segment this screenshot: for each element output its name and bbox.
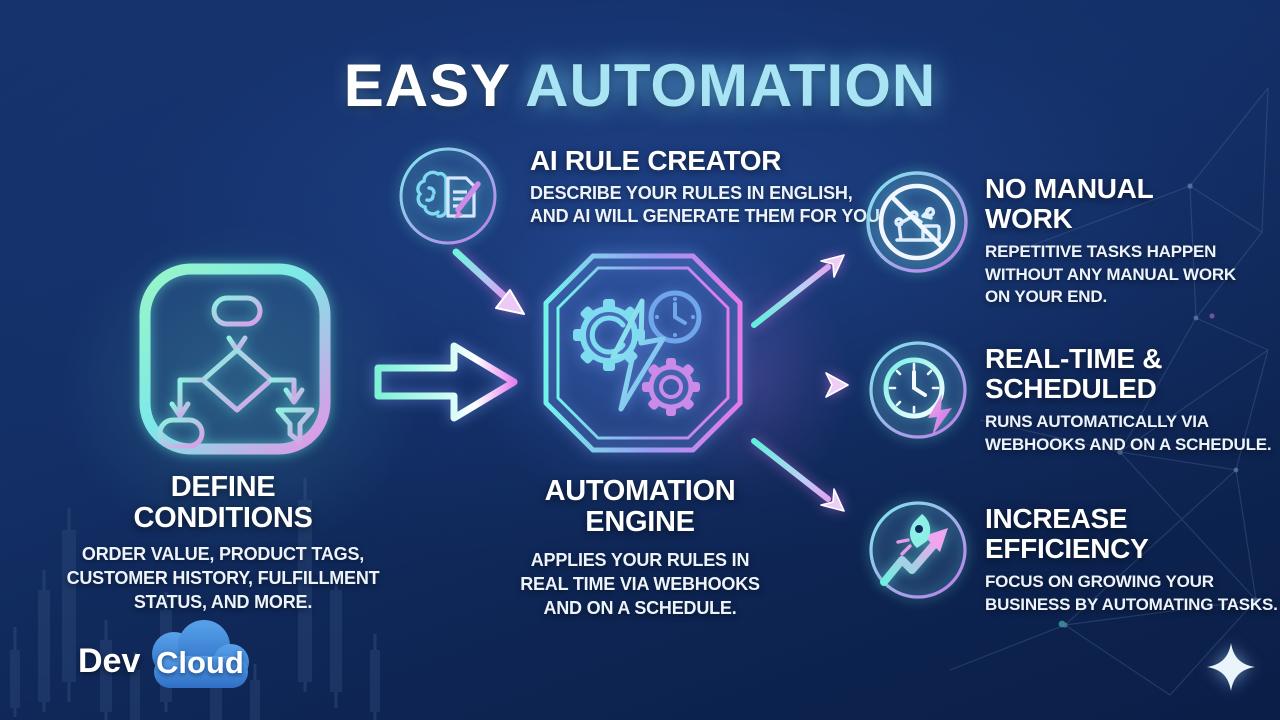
engine-frame-inner bbox=[556, 266, 730, 440]
benefit-real-time-scheduled: REAL-TIME & SCHEDULED RUNS AUTOMATICALLY… bbox=[985, 343, 1272, 454]
engine-clock-glyph bbox=[648, 290, 702, 344]
clock-lightning-icon bbox=[869, 341, 967, 439]
rocket-growth-icon bbox=[869, 501, 967, 599]
lightning-bolt-glyph bbox=[610, 298, 666, 412]
arrow-to-real-time bbox=[749, 372, 849, 398]
benefit-no-manual-work: NO MANUAL WORK REPETITIVE TASKS HAPPEN W… bbox=[985, 173, 1237, 307]
ai-to-engine-arrow bbox=[452, 248, 525, 315]
title-word-easy: EASY bbox=[343, 52, 512, 119]
rocket-glyph bbox=[896, 514, 931, 556]
ai-rule-creator-section: AI RULE CREATOR DESCRIBE YOUR RULES IN E… bbox=[530, 146, 885, 229]
prohibition-glyph bbox=[878, 183, 956, 261]
clock-glyph bbox=[883, 357, 945, 419]
automation-engine-icon bbox=[543, 253, 743, 453]
title-word-automation: AUTOMATION bbox=[525, 52, 937, 119]
no-manual-work-icon bbox=[866, 171, 968, 273]
engine-frame-outer bbox=[543, 253, 743, 453]
automation-engine-heading: AUTOMATION ENGINE bbox=[544, 475, 736, 538]
automation-engine-section: AUTOMATION ENGINE APPLIES YOUR RULES IN … bbox=[478, 476, 802, 621]
brain-document-icon bbox=[399, 147, 497, 245]
automation-engine-body: APPLIES YOUR RULES IN REAL TIME VIA WEBH… bbox=[520, 550, 760, 618]
gear-large-glyph bbox=[573, 299, 645, 371]
pencil-glyph bbox=[454, 181, 481, 219]
network-constellation-background bbox=[949, 87, 1269, 696]
engine-fan-arrows bbox=[749, 254, 849, 512]
big-right-arrow-icon bbox=[374, 342, 518, 422]
gear-small-glyph bbox=[642, 358, 700, 416]
define-conditions-heading: DEFINE CONDITIONS bbox=[133, 471, 313, 534]
logo-text-cloud: Cloud bbox=[156, 645, 244, 680]
growth-arrow-glyph bbox=[880, 528, 948, 586]
arrow-to-increase-efficiency bbox=[751, 438, 845, 512]
arrow-to-no-manual-work bbox=[751, 254, 845, 328]
devcloud-logo: Dev Cloud bbox=[74, 616, 324, 700]
flowchart-icon bbox=[139, 263, 331, 455]
brain-glyph bbox=[416, 170, 448, 218]
define-conditions-section: DEFINE CONDITIONS ORDER VALUE, PRODUCT T… bbox=[40, 472, 406, 615]
bolt-glyph bbox=[928, 394, 952, 436]
logo-text-dev: Dev bbox=[78, 642, 141, 680]
cloud-icon bbox=[152, 620, 249, 688]
ai-rule-creator-heading: AI RULE CREATOR bbox=[530, 145, 782, 176]
ai-rule-creator-body: DESCRIBE YOUR RULES IN ENGLISH, AND AI W… bbox=[530, 182, 885, 227]
benefit-increase-efficiency: INCREASE EFFICIENCY FOCUS ON GROWING YOU… bbox=[985, 503, 1278, 614]
sparkle-icon bbox=[1207, 643, 1255, 691]
define-conditions-body: ORDER VALUE, PRODUCT TAGS, CUSTOMER HIST… bbox=[66, 544, 380, 612]
